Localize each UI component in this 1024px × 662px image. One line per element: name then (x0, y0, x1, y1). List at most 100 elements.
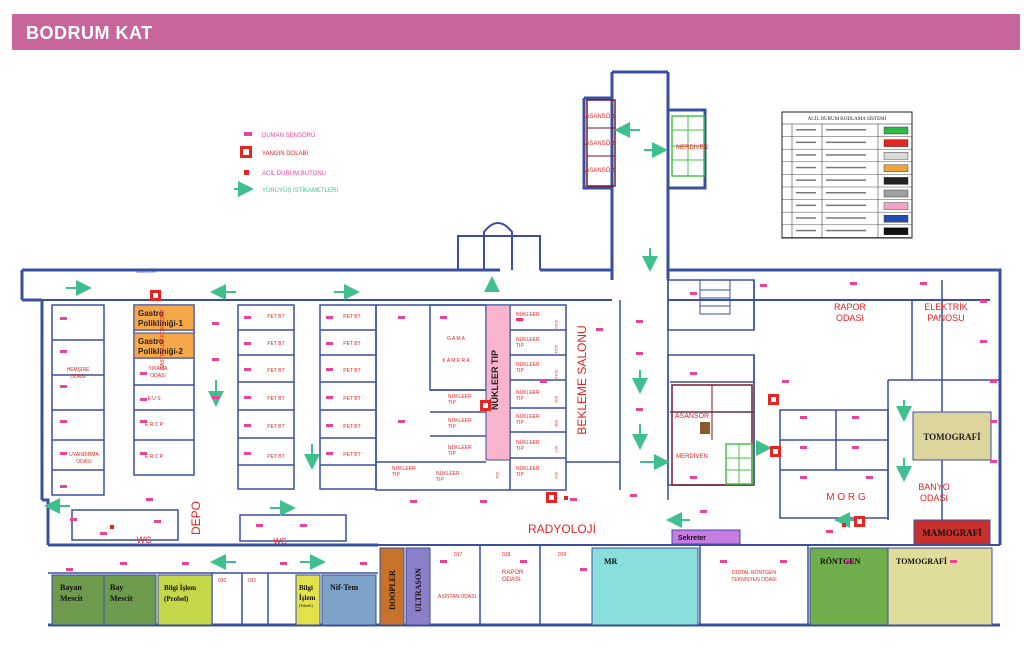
smoke-sensor-icon (244, 452, 251, 455)
label-nukleer-1: NÜKLEER (448, 393, 472, 400)
smoke-sensor-icon (60, 452, 67, 455)
room-num-004: 004 (554, 472, 559, 479)
smoke-sensor-icon (990, 380, 997, 383)
room-num-018: 018 (502, 552, 511, 558)
smoke-sensor-icon (990, 460, 997, 463)
label-rapor-odasi-l1: RAPOR (834, 302, 867, 312)
label-pet-bt-1: PET BT (267, 314, 284, 320)
label-nukleer-7: NÜKLEER (516, 336, 540, 343)
label-gastro2-l2: Polikliniği-2 (138, 347, 183, 356)
mamografi-room (913, 519, 991, 545)
smoke-sensor-icon (300, 524, 307, 527)
label-asansor-top-3: ASANSÖR (585, 167, 615, 174)
smoke-sensor-icon (140, 452, 147, 455)
label-tomografi-2: TOMOGRAFİ (896, 556, 947, 566)
label-tip-2: TIP (448, 424, 456, 430)
smoke-sensor-icon (244, 316, 251, 319)
fire-cabinet-inner (773, 449, 778, 454)
smoke-sensor-icon (256, 524, 263, 527)
label-tip-12: TIP (516, 472, 524, 478)
room-labels: ASANSÖR ASANSÖR ASANSÖR MERDİVEN ASANSÖR… (60, 113, 982, 612)
label-pet-bt-3: PET BT (267, 368, 284, 374)
label-pet-bt-4: PET BT (267, 396, 284, 402)
smoke-sensor-icon (398, 316, 405, 319)
label-tomografi: TOMOGRAFİ (923, 432, 981, 442)
label-nukleer-10: NÜKLEER (516, 413, 540, 420)
label-merdiven-mid: MERDİVEN (676, 453, 708, 460)
smoke-sensor-icon (980, 300, 987, 303)
label-asansor-top-1: ASANSÖR (585, 113, 615, 120)
label-sekreter: Sekreter (678, 535, 706, 542)
bilgi-islem-probel-room (157, 574, 213, 626)
smoke-sensor-icon (140, 420, 147, 423)
smoke-sensor-icon (244, 368, 251, 371)
label-hemsire-l2: ODASI (70, 374, 86, 380)
room-num-009: 009 (554, 396, 559, 403)
page-top-margin (0, 0, 1024, 12)
code-swatch (883, 177, 909, 185)
label-rapor2-l1: RAPOR (502, 570, 524, 576)
label-gastro-koridor: GASTROLOJİ KORİDORU (159, 310, 166, 370)
smoke-sensor-icon (60, 350, 67, 353)
code-swatch (883, 126, 909, 135)
smoke-sensor-icon (120, 562, 127, 565)
fire-cabinet-inner (549, 495, 554, 500)
smoke-sensor-icon (60, 385, 67, 388)
tomografi-room (912, 411, 992, 461)
smoke-sensor-icon (850, 282, 857, 285)
smoke-sensor-icon (690, 476, 697, 479)
smoke-sensor-icon (950, 560, 957, 563)
smoke-sensor-icon (720, 560, 727, 563)
label-nukleer-tip-vertical: NÜKLEER TIP (490, 350, 500, 410)
smoke-sensor-icon (440, 560, 447, 563)
label-rontgen: RÖNTGEN (820, 557, 861, 566)
nif-tem-room (321, 574, 377, 626)
label-banyo-l1: BANYO (918, 482, 950, 492)
room-num-017: 017 (454, 552, 463, 558)
code-row-text-line (796, 129, 816, 131)
page-title: BODRUM KAT (26, 23, 153, 43)
smoke-sensor-icon (326, 396, 333, 399)
label-rapor-odasi-l2: ODASI (836, 313, 864, 323)
label-gastro1-l2: Polikliniği-1 (138, 319, 183, 328)
code-row-text-line (826, 141, 866, 144)
smoke-sensor-icon (800, 476, 807, 479)
room-num-0011: 0011 (554, 345, 559, 354)
label-hemsire-l1: HEMŞİRE (67, 366, 90, 373)
label-bilgi2-l2: İşlem (299, 594, 316, 602)
label-pet-bt-8: PET BT (343, 341, 360, 347)
code-row-text-line (796, 141, 816, 144)
code-row-text-line (796, 192, 816, 194)
smoke-sensor-icon (60, 485, 67, 488)
label-kamera: K A M E R A (442, 358, 470, 364)
smoke-sensor-icon (440, 316, 447, 319)
label-tip-9: TIP (516, 396, 524, 402)
emergency-button-icon (110, 525, 114, 529)
smoke-sensor-icon (920, 282, 927, 285)
label-tip-11: TIP (516, 446, 524, 452)
code-row-text-line (796, 154, 816, 156)
code-row-text-line (826, 129, 866, 131)
code-row-text-line (796, 166, 816, 169)
label-gastro2-l1: Gastro (138, 337, 164, 346)
code-table-title: ACİL DURUM KODLAMA SİSTEMİ (808, 116, 887, 122)
smoke-sensor-icon (636, 352, 643, 355)
smoke-sensor-icon (212, 358, 219, 361)
smoke-sensor-icon (244, 396, 251, 399)
label-pet-bt-5: PET BT (267, 424, 284, 430)
code-row-text-line (826, 217, 866, 219)
smoke-sensor-icon (782, 380, 789, 383)
label-nukleer-12: NÜKLEER (516, 465, 540, 472)
label-asansor-top-2: ASANSÖR (585, 140, 615, 147)
smoke-sensor-icon (326, 424, 333, 427)
label-eus: E U S (147, 396, 161, 402)
smoke-sensor-icon (326, 342, 333, 345)
smoke-sensor-icon (760, 284, 767, 287)
smoke-sensor-icon (326, 452, 333, 455)
label-merdiven-top: MERDİVEN (676, 144, 708, 151)
smoke-sensor-icon (212, 322, 219, 325)
smoke-sensor-icon (516, 318, 523, 321)
label-banyo-l2: ODASI (920, 493, 948, 503)
label-bay-l2: Mescit (110, 594, 133, 603)
smoke-sensor-icon (570, 498, 577, 501)
